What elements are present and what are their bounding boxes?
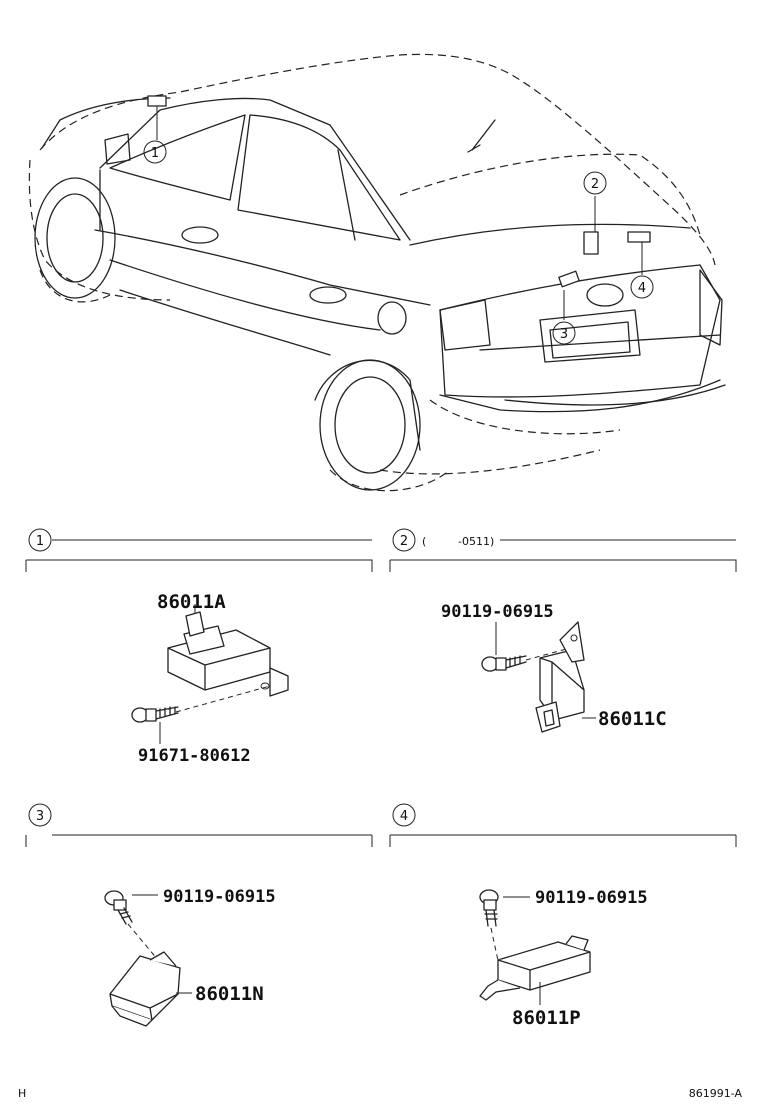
part-90119-06915-b: 90119-06915 [163, 887, 276, 907]
sensor-86011N-drawing [109, 951, 181, 1027]
callout-3: 3 [552, 321, 576, 345]
section-1: 1 86011A 91671-80612 [25, 528, 373, 766]
callout-label-2: 2 [591, 177, 599, 192]
part-90119-06915-a: 90119-06915 [441, 602, 554, 622]
sensor-86011A-drawing [167, 611, 289, 713]
section-2-note-close: -0511) [458, 535, 494, 548]
section-4-number: 4 [400, 809, 408, 824]
section-2-note-open: ( [422, 535, 426, 548]
bolt-90119-06915-a-drawing [481, 647, 571, 672]
section-4: 4 90119-06915 86011P [389, 803, 737, 1029]
sensor-86011P-drawing [479, 935, 591, 1001]
callout-2: 2 [583, 171, 607, 195]
section-3: 3 90119-06915 86011N [25, 803, 373, 1027]
bolt-90119-06915-c-drawing [479, 889, 501, 971]
car-illustration [28, 53, 726, 492]
callout-label-3: 3 [560, 327, 568, 342]
section-1-number: 1 [36, 534, 44, 549]
section-2-number: 2 [400, 534, 408, 549]
callout-label-4: 4 [638, 281, 646, 296]
part-86011P: 86011P [512, 1007, 581, 1029]
section-2: 2 ( -0511) 90119-06915 86011C [389, 528, 737, 733]
callout-1: 1 [143, 140, 167, 164]
bolt-90119-06915-b-drawing [104, 890, 159, 961]
part-86011N: 86011N [195, 983, 264, 1005]
part-90119-06915-c: 90119-06915 [535, 888, 648, 908]
footer-diagram-id: 861991-A [689, 1087, 743, 1100]
part-86011C: 86011C [598, 708, 667, 730]
part-86011A: 86011A [157, 591, 226, 613]
callout-4: 4 [630, 275, 654, 299]
sensor-86011C-drawing [535, 621, 585, 733]
section-3-number: 3 [36, 809, 44, 824]
bolt-91671-80612-drawing [131, 706, 179, 723]
footer-left-code: H [18, 1087, 26, 1100]
part-91671-80612: 91671-80612 [138, 746, 251, 766]
callout-label-1: 1 [151, 146, 159, 161]
